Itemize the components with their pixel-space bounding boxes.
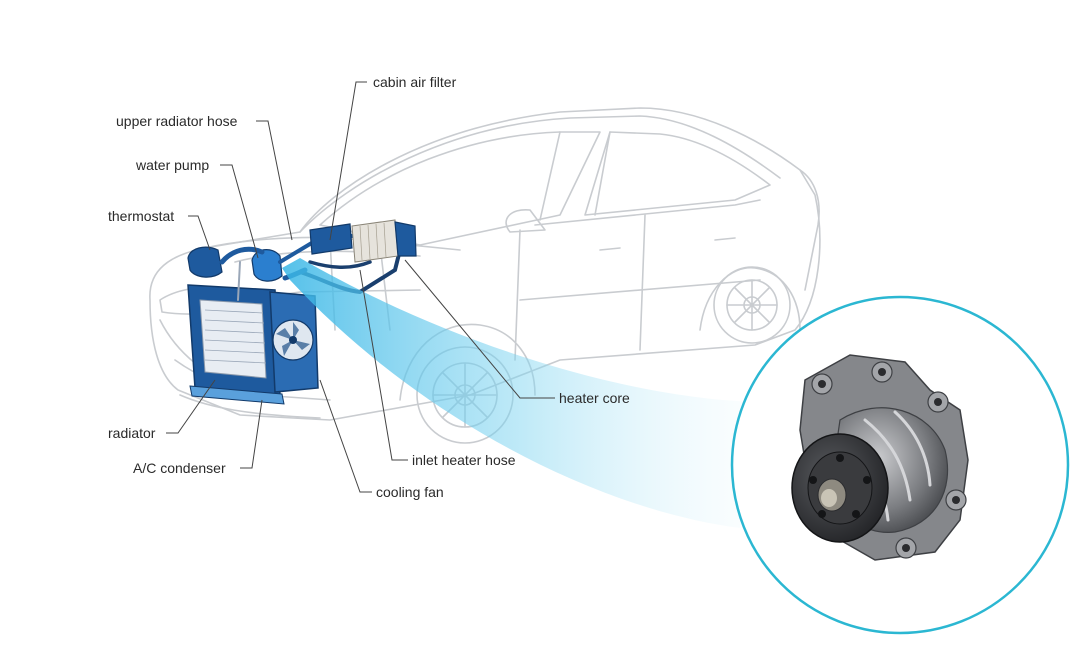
label-cooling-fan: cooling fan bbox=[376, 484, 444, 500]
label-upper-radiator-hose: upper radiator hose bbox=[116, 113, 238, 129]
radiator-assembly bbox=[187, 284, 285, 405]
label-inlet-heater-hose: inlet heater hose bbox=[412, 452, 516, 468]
label-water-pump: water pump bbox=[136, 157, 210, 173]
magnifier bbox=[730, 295, 1070, 635]
label-heater-core: heater core bbox=[559, 390, 630, 406]
cooling-components bbox=[187, 219, 417, 405]
water-pump-closeup bbox=[791, 354, 969, 561]
leader-lines bbox=[166, 81, 555, 493]
cabin-filter-box bbox=[309, 219, 417, 263]
magnifier-beam bbox=[282, 258, 760, 528]
cooling-fan-shape bbox=[269, 291, 319, 393]
label-thermostat: thermostat bbox=[108, 208, 175, 224]
label-ac-condenser: A/C condenser bbox=[133, 460, 226, 476]
label-cabin-air-filter: cabin air filter bbox=[373, 74, 457, 90]
label-radiator: radiator bbox=[108, 425, 156, 441]
